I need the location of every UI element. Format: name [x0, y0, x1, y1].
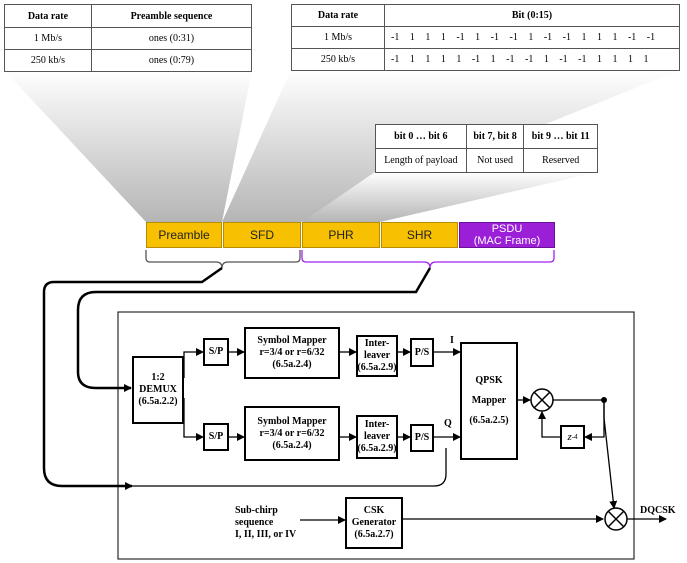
- preamble-cell: 250 kb/s: [4, 49, 92, 72]
- preamble-cell: ones (0:31): [90, 27, 253, 50]
- field-psdu: PSDU (MAC Frame): [459, 222, 555, 248]
- qpsk-mapper-block: QPSK Mapper (6.5a.2.5): [460, 342, 518, 460]
- feedback-to-delay: [584, 400, 605, 441]
- payload-to-demux-line: [76, 267, 432, 392]
- symbol-mapper-top: Symbol Mapper r=3/4 or r=6/32 (6.5a.2.4): [244, 327, 340, 379]
- interleaver-ref: (6.5a.2.9): [357, 362, 397, 373]
- preamble-table: Data rate Preamble sequence 1 Mb/s ones …: [4, 4, 253, 72]
- q-branch-label: Q: [444, 418, 452, 429]
- ps-label: P/S: [414, 346, 430, 358]
- delay-block: z-4: [560, 425, 585, 449]
- mapper-ref: (6.5a.2.4): [272, 439, 312, 451]
- qpsk-label: QPSK: [475, 375, 503, 386]
- subchirp-line: Sub-chirp: [235, 505, 278, 516]
- interleaver-bottom: Inter- leaver (6.5a.2.9): [356, 415, 398, 459]
- transmitter-frame: [117, 311, 635, 560]
- subchirp-label: Sub-chirp sequence I, II, III, or IV: [235, 505, 296, 541]
- phr-header: bit 9 … bit 11: [523, 124, 598, 149]
- subchirp-line: sequence: [235, 517, 274, 528]
- delay-label: z: [567, 431, 572, 443]
- csk-label: Generator: [351, 517, 397, 528]
- symbol-mapper-bottom: Symbol Mapper r=3/4 or r=6/32 (6.5a.2.4): [244, 406, 340, 461]
- sp-label: S/P: [208, 346, 224, 357]
- sfd-header-rate: Data rate: [291, 4, 385, 27]
- csk-generator-block: CSK Generator (6.5a.2.7): [345, 497, 403, 549]
- phr-header: bit 7, bit 8: [465, 124, 525, 149]
- ps-top-block: P/S: [410, 338, 434, 367]
- dqcsk-output-label: DQCSK: [640, 505, 676, 516]
- interleaver-label: Inter-: [364, 419, 390, 430]
- interleaver-label: Inter-: [364, 338, 390, 349]
- i-branch-label: I: [450, 335, 454, 346]
- sfd-cell: 250 kb/s: [291, 48, 385, 71]
- interleaver-label: leaver: [363, 431, 391, 442]
- mapper-rate: r=3/4 or r=6/32: [259, 427, 325, 439]
- phr-cell: Not used: [465, 148, 525, 173]
- demux-to-sp-top: [183, 348, 204, 378]
- delay-to-mixer: [538, 411, 560, 438]
- return-path: [132, 448, 447, 487]
- preamble-cell: 1 Mb/s: [4, 27, 92, 50]
- ps-label: P/S: [414, 432, 430, 443]
- preamble-callout: [4, 70, 252, 222]
- sfd-bits: -1 1 1 1 1 -1 1 -1 -1 1 -1 -1 1 1 1 1: [384, 48, 680, 71]
- demux-label: DEMUX: [139, 384, 177, 395]
- diff-to-output: [603, 400, 618, 509]
- psdu-label: PSDU: [491, 223, 523, 235]
- ps-bottom-block: P/S: [410, 424, 434, 452]
- sfd-header-bits: Bit (0:15): [384, 4, 680, 27]
- interleaver-label: leaver: [363, 350, 391, 361]
- qpsk-ref: (6.5a.2.5): [469, 415, 509, 426]
- preamble-header-rate: Data rate: [4, 4, 92, 28]
- phr-callout: [302, 172, 598, 222]
- sfd-bits: -1 1 1 1 -1 1 -1 -1 1 -1 -1 1 1 1 -1 -1: [384, 26, 680, 49]
- phr-cell: Length of payload: [375, 148, 467, 173]
- interleaver-ref: (6.5a.2.9): [357, 443, 397, 454]
- psdu-sublabel: (MAC Frame): [473, 235, 541, 247]
- mapper-rate: r=3/4 or r=6/32: [259, 347, 325, 358]
- field-shr: SHR: [381, 222, 458, 248]
- demux-block: 1:2 DEMUX (6.5a.2.2): [132, 356, 184, 424]
- sfd-cell: 1 Mb/s: [291, 26, 385, 49]
- phr-table: bit 0 … bit 6 bit 7, bit 8 bit 9 … bit 1…: [375, 124, 598, 173]
- demux-label: 1:2: [151, 372, 165, 383]
- subchirp-line: I, II, III, or IV: [235, 529, 297, 540]
- qpsk-label: Mapper: [471, 395, 507, 406]
- sp-top-block: S/P: [203, 338, 229, 366]
- preamble-header-seq: Preamble sequence: [90, 4, 253, 28]
- csk-ref: (6.5a.2.7): [354, 529, 394, 540]
- phr-cell: Reserved: [523, 148, 598, 173]
- sfd-table: Data rate Bit (0:15) 1 Mb/s -1 1 1 1 -1 …: [291, 4, 680, 71]
- phy-payload-brace: [301, 250, 555, 269]
- mapper-label: Symbol Mapper: [257, 335, 327, 346]
- mapper-label: Symbol Mapper: [257, 415, 327, 427]
- field-sfd: SFD: [223, 222, 301, 248]
- delay-exponent: -4: [571, 433, 578, 441]
- demux-ref: (6.5a.2.2): [138, 396, 178, 407]
- sp-label: S/P: [208, 431, 224, 442]
- preamble-cell: ones (0:79): [90, 49, 253, 72]
- field-phr: PHR: [302, 222, 380, 248]
- sp-bottom-block: S/P: [203, 423, 229, 451]
- csk-label: CSK: [363, 505, 385, 516]
- field-preamble: Preamble: [146, 222, 222, 248]
- phr-header: bit 0 … bit 6: [375, 124, 467, 149]
- demux-to-sp-bottom: [183, 398, 204, 441]
- shr-brace: [145, 250, 301, 269]
- shr-to-demux-line: [42, 266, 223, 490]
- mapper-ref: (6.5a.2.4): [272, 359, 312, 370]
- interleaver-top: Inter- leaver (6.5a.2.9): [356, 335, 398, 377]
